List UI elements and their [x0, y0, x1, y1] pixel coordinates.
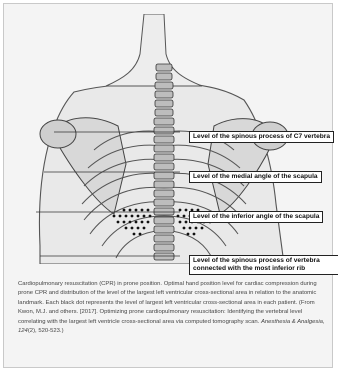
caption-citation-tail: (2), 520-523.) — [28, 328, 64, 334]
label-inferior-rib-line2: connected with the most inferior rib — [193, 265, 335, 273]
left-shoulder — [40, 120, 76, 148]
label-c7-vertebra: Level of the spinous process of C7 verte… — [189, 131, 334, 143]
label-inferior-rib-line1: Level of the spinous process of vertebra — [193, 257, 335, 265]
label-inferior-angle-scapula: Level of the inferior angle of the scapu… — [189, 211, 323, 223]
figure-card: Level of the spinous process of C7 verte… — [3, 3, 333, 368]
label-medial-angle-scapula: Level of the medial angle of the scapula — [189, 171, 322, 183]
label-inferior-rib-vertebra: Level of the spinous process of vertebra… — [189, 255, 338, 275]
neck-outline — [106, 14, 202, 86]
anatomy-illustration: Level of the spinous process of C7 verte… — [14, 14, 336, 264]
figure-caption: Cardiopulmonary resuscitation (CPR) in p… — [18, 280, 330, 336]
